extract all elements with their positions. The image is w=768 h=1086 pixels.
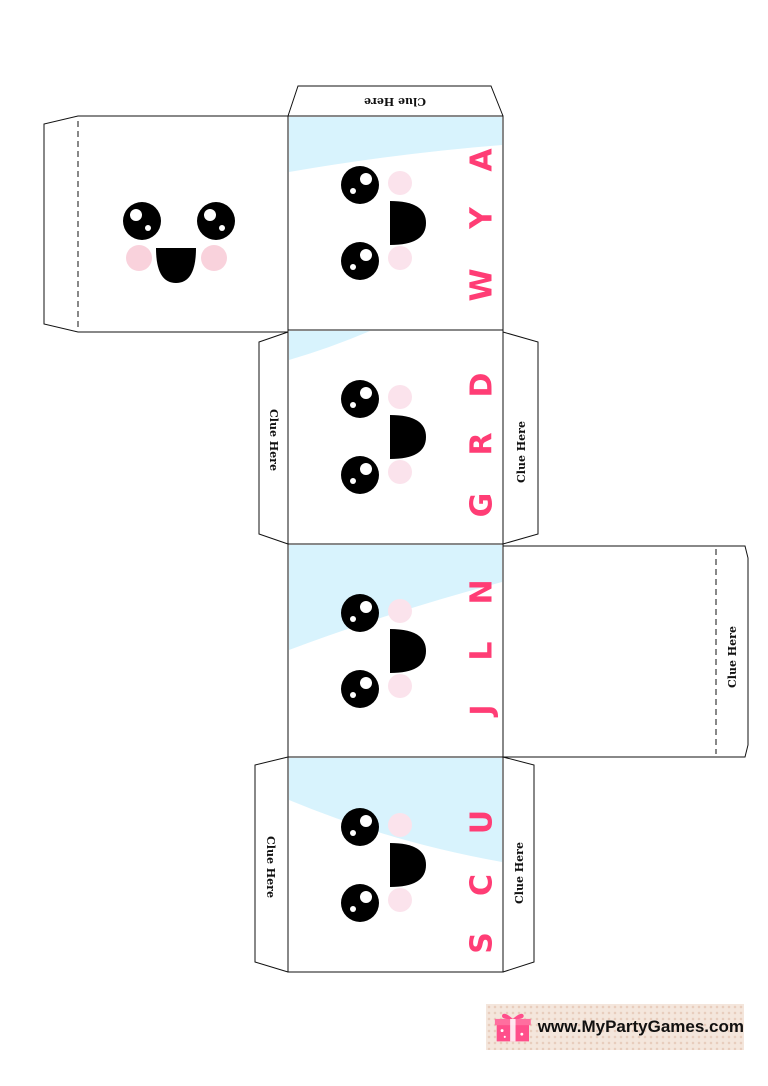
site-branding[interactable]: www.MyPartyGames.com xyxy=(486,1004,744,1050)
face-3-letter-2: L xyxy=(465,641,500,660)
side-flap-clue: Clue Here xyxy=(726,626,739,688)
kawaii-face xyxy=(123,202,235,283)
left-eye xyxy=(123,202,161,240)
face-4-left-clue: Clue Here xyxy=(264,836,277,898)
face-1-letter-3: A xyxy=(465,148,500,172)
front-face-panel xyxy=(43,115,289,333)
gift-icon xyxy=(494,1013,531,1042)
face-4-letter-2: C xyxy=(465,874,500,896)
top-tab: Clue Here xyxy=(287,85,504,117)
right-eye xyxy=(197,202,235,240)
face-2-letter-3: D xyxy=(465,373,500,398)
face-4-kawaii xyxy=(341,808,426,922)
right-cheek xyxy=(201,245,227,271)
face-1-letter-1: W xyxy=(465,268,500,301)
face-4-letter-1: S xyxy=(465,932,500,954)
face-4-letter-3: U xyxy=(465,810,500,834)
top-tab-clue: Clue Here xyxy=(364,95,426,108)
face-2-right-clue: Clue Here xyxy=(515,421,528,483)
face-3: Clue Here J L N xyxy=(287,543,749,758)
face-2-kawaii xyxy=(341,380,426,494)
left-cheek xyxy=(126,245,152,271)
face-1-letter-2: Y xyxy=(465,206,500,230)
face-2-letter-1: G xyxy=(465,493,500,518)
face-3-kawaii xyxy=(341,594,426,708)
face-3-letter-3: N xyxy=(465,579,500,604)
face-1-kawaii xyxy=(341,166,426,280)
face-4: S C U Clue Here Clue Here xyxy=(254,756,535,973)
face-2: G R D Clue Here Clue Here xyxy=(258,329,539,545)
mouth xyxy=(156,248,196,283)
face-4-right-clue: Clue Here xyxy=(513,842,526,904)
site-url[interactable]: www.MyPartyGames.com xyxy=(537,1017,744,1036)
face-2-left-clue: Clue Here xyxy=(267,409,280,471)
face-1: W Y A xyxy=(287,115,504,331)
face-2-letter-2: R xyxy=(465,432,500,455)
face-3-letter-1: J xyxy=(465,704,500,717)
